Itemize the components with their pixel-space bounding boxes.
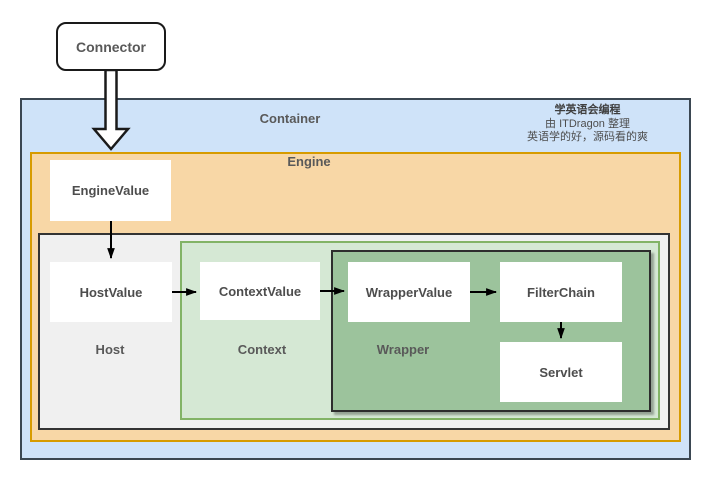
watermark-line-2: 由 ITDragon 整理 [545, 117, 630, 130]
container-label: Container [259, 111, 321, 126]
wrapper-label: Wrapper [376, 342, 430, 357]
host-value-node: HostValue [50, 262, 172, 322]
servlet-node: Servlet [500, 342, 622, 402]
filter-chain-node: FilterChain [500, 262, 622, 322]
engine-value-node: EngineValue [50, 160, 171, 221]
connector-node: Connector [56, 22, 166, 71]
host-label: Host [95, 342, 125, 357]
watermark-line-3: 英语学的好，源码看的爽 [527, 131, 648, 143]
context-value-node: ContextValue [200, 262, 320, 320]
watermark-text: 学英语会编程 由 ITDragon 整理 英语学的好，源码看的爽 [495, 104, 680, 145]
engine-label: Engine [287, 154, 331, 169]
context-label: Context [237, 342, 287, 357]
watermark-line-1: 学英语会编程 [554, 104, 621, 116]
wrapper-value-node: WrapperValue [348, 262, 470, 322]
